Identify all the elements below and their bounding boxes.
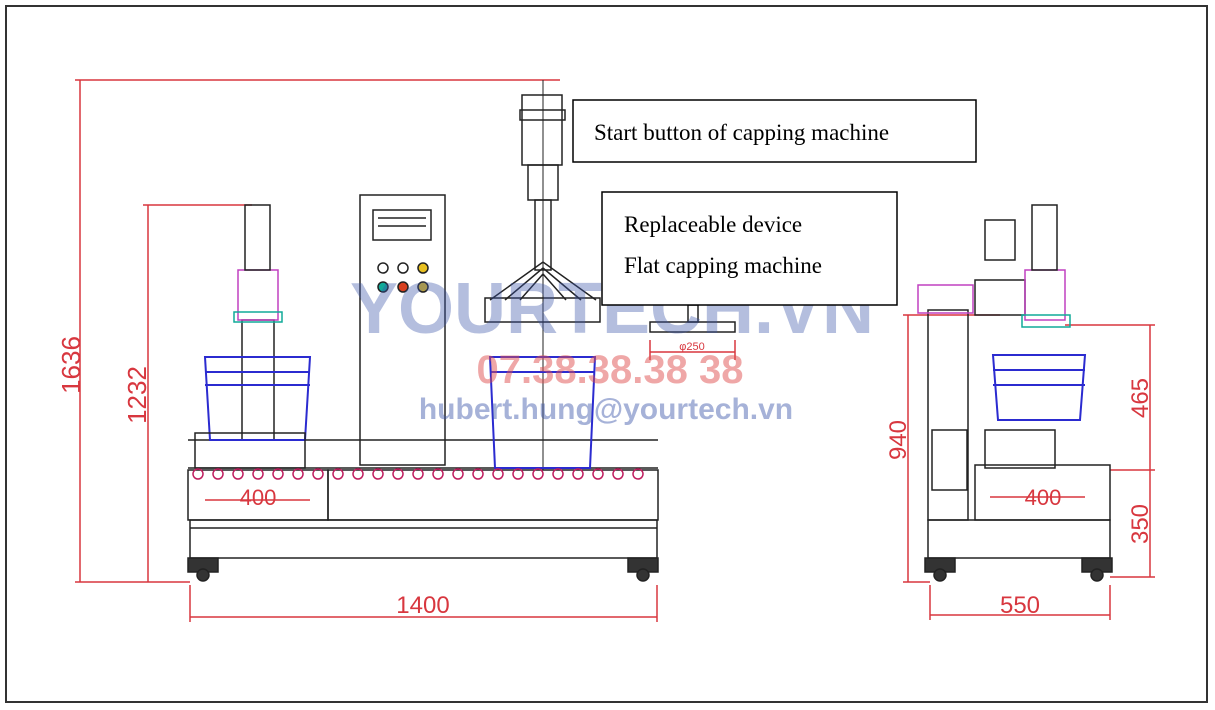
- side-view: [917, 204, 1113, 582]
- callout-replaceable-line2: Flat capping machine: [624, 253, 822, 278]
- dim-side-height: 940: [885, 420, 912, 460]
- conveyor-roller: [252, 468, 264, 480]
- dim-total-height: 1636: [56, 336, 86, 394]
- conveyor-roller: [632, 468, 644, 480]
- front-rollers: [192, 468, 644, 480]
- conveyor-roller: [192, 468, 204, 480]
- callout-replaceable-box: [601, 191, 898, 306]
- dim-side-width: 550: [1000, 592, 1040, 619]
- conveyor-roller: [272, 468, 284, 480]
- conveyor-roller: [392, 468, 404, 480]
- conveyor-roller: [332, 468, 344, 480]
- conveyor-roller: [452, 468, 464, 480]
- callout-replaceable-line1: Replaceable device: [624, 212, 802, 237]
- conveyor-roller: [532, 468, 544, 480]
- watermark-email: hubert.hung@yourtech.vn: [419, 393, 793, 426]
- conveyor-roller: [552, 468, 564, 480]
- conveyor-roller: [432, 468, 444, 480]
- dim-side-upper: 465: [1127, 378, 1154, 418]
- dim-left-height: 1232: [122, 366, 152, 424]
- conveyor-roller: [232, 468, 244, 480]
- conveyor-roller: [412, 468, 424, 480]
- conveyor-roller: [312, 468, 324, 480]
- conveyor-roller: [512, 468, 524, 480]
- dimension-lines: [75, 79, 1155, 622]
- conveyor-roller: [352, 468, 364, 480]
- conveyor-roller: [572, 468, 584, 480]
- dim-total-length: 1400: [396, 592, 449, 619]
- conveyor-roller: [472, 468, 484, 480]
- conveyor-roller: [492, 468, 504, 480]
- dim-plate-diameter: φ250: [679, 341, 705, 353]
- conveyor-roller: [212, 468, 224, 480]
- conveyor-roller: [592, 468, 604, 480]
- dim-bucket-width-front: 400: [240, 485, 277, 510]
- callout-start-button-box: [572, 99, 977, 163]
- watermark-phone: 07.38.38.38 38: [477, 348, 744, 392]
- callout-start-button: Start button of capping machine: [594, 120, 889, 145]
- conveyor-roller: [612, 468, 624, 480]
- dim-bucket-width-side: 400: [1025, 485, 1062, 510]
- front-view: [187, 80, 736, 582]
- conveyor-roller: [292, 468, 304, 480]
- dim-side-lower: 350: [1127, 504, 1154, 544]
- drawing-border: [5, 5, 1208, 703]
- conveyor-roller: [372, 468, 384, 480]
